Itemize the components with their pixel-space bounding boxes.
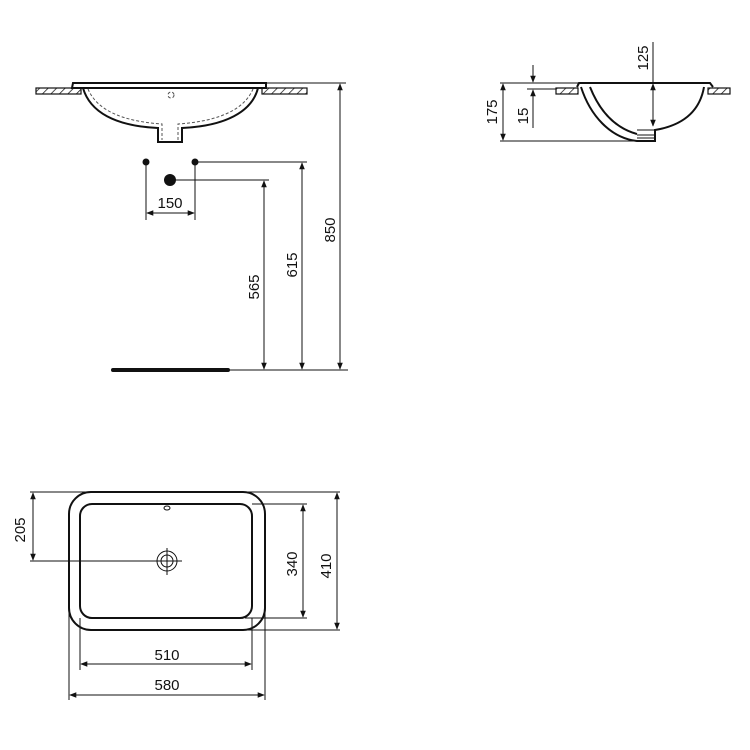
section-countertop-left	[555, 87, 579, 95]
plan-view: 205 340 410 510 580	[12, 491, 340, 700]
dim-tap-spacing: 150	[157, 195, 182, 212]
dim-inner-depth: 340	[284, 551, 301, 576]
section-rim	[576, 82, 714, 88]
dim-total-depth: 175	[484, 99, 501, 124]
dim-bowl-depth: 125	[635, 45, 652, 70]
side-elevation-view: 150 565 615 850	[35, 82, 348, 372]
dim-rim-height: 850	[322, 217, 339, 242]
dim-outer-depth: 410	[318, 553, 335, 578]
section-countertop-right	[707, 87, 731, 95]
dim-waste-height: 565	[246, 274, 263, 299]
countertop-right	[261, 87, 308, 95]
section-bowl-outer	[580, 86, 705, 142]
section-view: 125 15 175	[484, 42, 731, 142]
basin-rim	[70, 82, 267, 89]
basin-bowl	[82, 87, 259, 143]
dim-waste-from-front: 205	[12, 517, 29, 542]
countertop-left	[35, 87, 82, 95]
section-bowl-inner	[589, 86, 638, 135]
dim-inner-width: 510	[154, 647, 179, 664]
waste-outlet-icon	[164, 174, 176, 186]
overflow-icon	[167, 91, 175, 99]
basin-inner-line	[87, 88, 254, 140]
dim-rim-thickness: 15	[515, 108, 532, 125]
overflow-hole-icon	[163, 505, 171, 511]
dim-supply-height: 615	[284, 252, 301, 277]
dim-outer-width: 580	[154, 677, 179, 694]
